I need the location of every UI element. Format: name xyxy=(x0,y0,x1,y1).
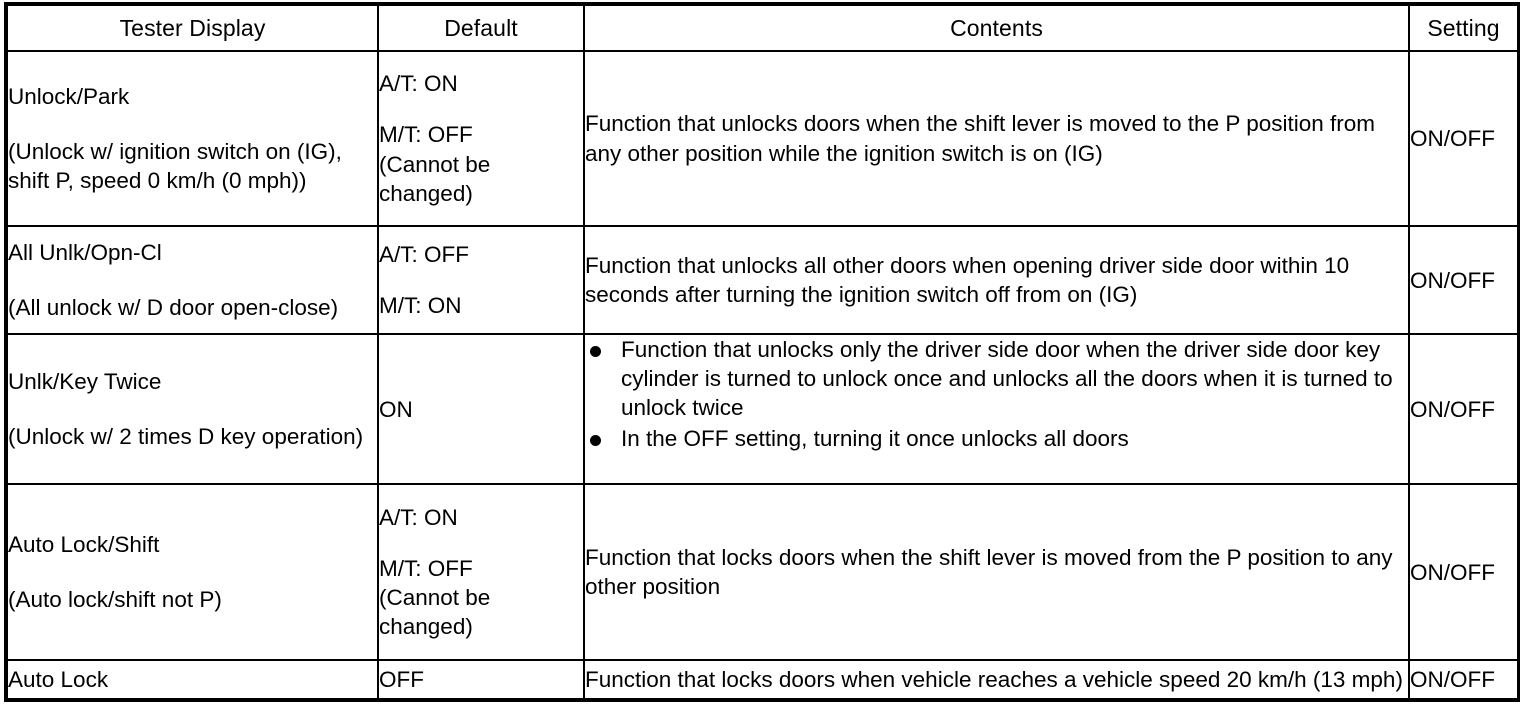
table-row: All Unlk/Opn-Cl (All unlock w/ D door op… xyxy=(5,225,1520,335)
table-row: Unlock/Park (Unlock w/ ignition switch o… xyxy=(5,49,1520,228)
column-header-contents: Contents xyxy=(583,3,1410,52)
table-row: Auto Lock OFF Function that locks doors … xyxy=(5,658,1520,702)
cell-contents: Function that unlocks all other doors wh… xyxy=(583,225,1410,335)
tester-display-note: (Unlock w/ 2 times D key operation) xyxy=(8,424,364,450)
cell-default: A/T: ON M/T: OFF (Cannot be changed) xyxy=(377,483,585,661)
tester-display-note: (Unlock w/ ignition switch on (IG), shif… xyxy=(8,139,342,194)
tester-display-note: (Auto lock/shift not P) xyxy=(8,587,222,613)
spacer xyxy=(379,269,583,291)
cell-default: ON xyxy=(377,332,585,486)
list-item-text: Function that unlocks only the driver si… xyxy=(621,336,1393,421)
contents-bullet-list: Function that unlocks only the driver si… xyxy=(585,335,1408,453)
list-item: In the OFF setting, turning it once unlo… xyxy=(585,424,1408,453)
default-mt-value: M/T: OFF xyxy=(379,122,473,148)
tester-display-title: Auto Lock/Shift xyxy=(8,531,160,557)
default-note: (Cannot be changed) xyxy=(379,585,491,640)
spacer xyxy=(8,267,377,293)
spacer xyxy=(8,111,377,137)
cell-setting: ON/OFF xyxy=(1408,49,1520,228)
tester-display-title: All Unlk/Opn-Cl xyxy=(8,239,162,265)
column-header-tester-display: Tester Display xyxy=(5,3,379,52)
tester-display-title: Unlock/Park xyxy=(8,83,130,109)
default-mt-value: M/T: OFF xyxy=(379,555,473,581)
list-item: Function that unlocks only the driver si… xyxy=(585,335,1408,423)
list-item-text: In the OFF setting, turning it once unlo… xyxy=(621,425,1129,451)
table-header: Tester Display Default Contents Setting xyxy=(5,3,1520,52)
cell-contents: Function that unlocks doors when the shi… xyxy=(583,49,1410,228)
column-header-default: Default xyxy=(377,3,585,52)
default-at-value: A/T: ON xyxy=(379,71,458,97)
cell-tester-display: Unlk/Key Twice (Unlock w/ 2 times D key … xyxy=(5,332,379,486)
default-at-value: A/T: OFF xyxy=(379,241,469,267)
tester-display-title: Unlk/Key Twice xyxy=(8,368,162,394)
spacer xyxy=(8,559,377,585)
cell-tester-display: Auto Lock/Shift (Auto lock/shift not P) xyxy=(5,483,379,661)
cell-tester-display: Unlock/Park (Unlock w/ ignition switch o… xyxy=(5,49,379,228)
spacer xyxy=(379,98,583,120)
table-row: Unlk/Key Twice (Unlock w/ 2 times D key … xyxy=(5,332,1520,486)
table-body: Unlock/Park (Unlock w/ ignition switch o… xyxy=(5,49,1520,702)
cell-default: OFF xyxy=(377,658,585,702)
tester-display-note: (All unlock w/ D door open-close) xyxy=(8,295,339,321)
spacer xyxy=(379,532,583,554)
cell-tester-display: Auto Lock xyxy=(5,658,379,702)
door-lock-settings-table: Tester Display Default Contents Setting … xyxy=(4,2,1520,702)
cell-tester-display: All Unlk/Opn-Cl (All unlock w/ D door op… xyxy=(5,225,379,335)
column-header-setting: Setting xyxy=(1408,3,1520,52)
default-note: (Cannot be changed) xyxy=(379,151,491,206)
bullet-icon xyxy=(590,345,601,357)
default-at-value: A/T: ON xyxy=(379,504,458,530)
cell-contents: Function that locks doors when the shift… xyxy=(583,483,1410,661)
spacer xyxy=(8,396,377,422)
bullet-icon xyxy=(590,434,601,446)
default-mt-value: M/T: ON xyxy=(379,293,462,319)
cell-contents: Function that locks doors when vehicle r… xyxy=(583,658,1410,702)
header-row: Tester Display Default Contents Setting xyxy=(5,3,1520,52)
table-row: Auto Lock/Shift (Auto lock/shift not P) … xyxy=(5,483,1520,661)
cell-setting: ON/OFF xyxy=(1408,658,1520,702)
cell-setting: ON/OFF xyxy=(1408,332,1520,486)
cell-default: A/T: ON M/T: OFF (Cannot be changed) xyxy=(377,49,585,228)
cell-default: A/T: OFF M/T: ON xyxy=(377,225,585,335)
cell-setting: ON/OFF xyxy=(1408,483,1520,661)
cell-setting: ON/OFF xyxy=(1408,225,1520,335)
cell-contents: Function that unlocks only the driver si… xyxy=(583,332,1410,486)
